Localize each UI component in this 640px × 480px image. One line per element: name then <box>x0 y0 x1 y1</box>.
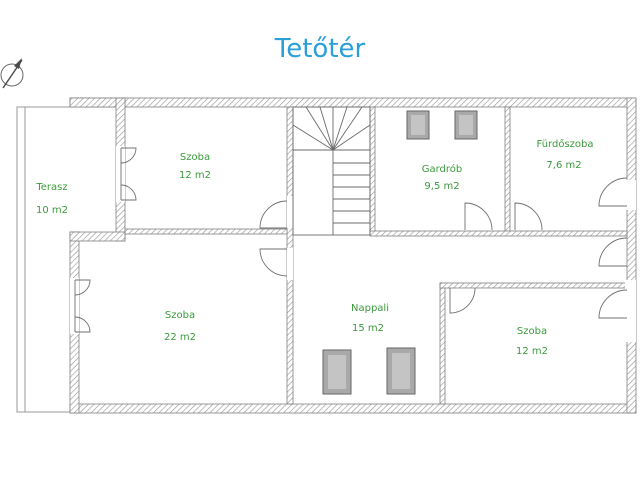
terrace-area <box>16 106 70 413</box>
north-arrow-icon <box>0 58 24 89</box>
room-area-terasz: 10 m2 <box>36 205 68 216</box>
room-area-szoba1: 12 m2 <box>179 170 211 181</box>
room-name-szoba2: Szoba <box>165 310 195 321</box>
room-labels: Terasz 10 m2 Szoba 12 m2 Szoba 22 m2 Nap… <box>35 138 593 357</box>
plan-title: Tetőtér <box>274 34 366 64</box>
roof-window-icon <box>322 110 478 395</box>
room-name-gardrob: Gardrób <box>422 163 463 175</box>
room-name-szoba3: Szoba <box>517 326 547 337</box>
room-area-gardrob: 9,5 m2 <box>424 181 459 192</box>
room-area-furdoszoba: 7,6 m2 <box>546 160 581 171</box>
door-swings <box>74 147 628 333</box>
room-area-szoba2: 22 m2 <box>164 332 196 343</box>
room-name-szoba1: Szoba <box>180 152 210 163</box>
room-name-nappali: Nappali <box>351 303 389 314</box>
room-area-szoba3: 12 m2 <box>516 346 548 357</box>
room-name-furdoszoba: Fürdőszoba <box>537 138 594 150</box>
spiral-staircase-icon <box>292 106 371 236</box>
room-area-nappali: 15 m2 <box>352 323 384 334</box>
openings <box>70 146 636 342</box>
room-name-terasz: Terasz <box>35 182 67 193</box>
